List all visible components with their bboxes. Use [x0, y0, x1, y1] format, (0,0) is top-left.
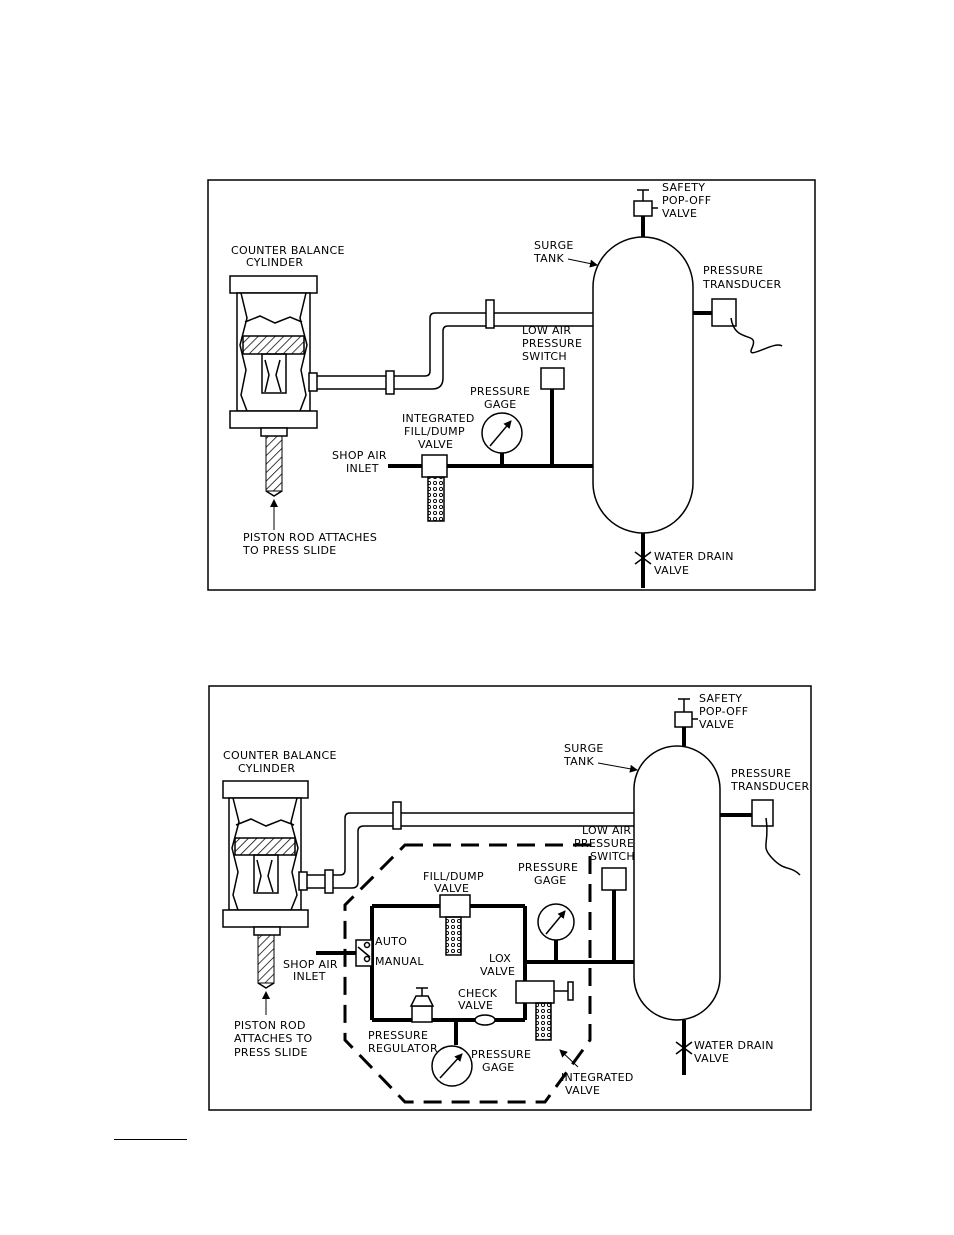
label2-safety-3: VALVE — [699, 718, 734, 731]
label2-surge-1: SURGE — [564, 742, 604, 755]
figure-2-frame — [208, 685, 812, 1111]
counter-balance-cylinder-2 — [222, 780, 309, 989]
label-safety-2: POP-OFF — [662, 194, 711, 207]
safety-pop-off-valve — [633, 189, 658, 217]
label2-gage-lower-2: GAGE — [482, 1061, 515, 1074]
pressure-gage — [481, 412, 523, 466]
label2-gage-lower-1: PRESSURE — [471, 1048, 531, 1061]
label2-piston-1: PISTON ROD — [234, 1019, 306, 1032]
label2-transducer-1: PRESSURE — [731, 767, 791, 780]
water-drain-valve — [634, 551, 652, 565]
label2-surge-2: TANK — [563, 755, 595, 768]
label-drain-1: WATER DRAIN — [654, 550, 734, 563]
label2-auto: AUTO — [375, 935, 407, 948]
label-low-air-1: LOW AIR — [522, 324, 571, 337]
label2-check-1: CHECK — [458, 987, 498, 1000]
label2-low-air-2: PRESSURE — [574, 837, 634, 850]
low-air-pressure-switch-2 — [601, 867, 627, 891]
label-integrated-2: FILL/DUMP — [404, 425, 465, 438]
label-shop-air-2: INLET — [346, 462, 379, 475]
label-safety-1: SAFETY — [662, 181, 705, 194]
pressure-gage-lower — [431, 1045, 473, 1087]
label2-transducer-2: TRANSDUCER — [730, 780, 810, 793]
label2-integrated-2: VALVE — [565, 1084, 600, 1097]
label-piston-1: PISTON ROD ATTACHES — [243, 531, 377, 544]
label-shop-air-1: SHOP AIR — [332, 449, 387, 462]
pressure-transducer-2 — [751, 799, 774, 827]
counter-balance-cylinder — [229, 275, 318, 497]
footnote-divider — [114, 1139, 187, 1140]
label2-low-air-1: LOW AIR — [582, 824, 631, 837]
label-transducer-1: PRESSURE — [703, 264, 763, 277]
fill-dump-valve — [439, 894, 471, 956]
auto-manual-selector — [355, 939, 373, 967]
figure-2: SAFETY POP-OFF VALVE COUNTER BALANCE CYL… — [208, 685, 812, 1111]
label2-piston-2: ATTACHES TO — [234, 1032, 312, 1045]
label-safety-3: VALVE — [662, 207, 697, 220]
pressure-gage-upper — [537, 903, 575, 941]
label2-low-air-3: SWITCH — [590, 850, 635, 863]
label-piston-2: TO PRESS SLIDE — [242, 544, 337, 557]
label-surge-1: SURGE — [534, 239, 574, 252]
label2-manual: MANUAL — [375, 955, 424, 968]
surge-tank — [592, 236, 694, 534]
label2-lox-2: VALVE — [480, 965, 515, 978]
label2-piston-3: PRESS SLIDE — [234, 1046, 308, 1059]
label2-drain-1: WATER DRAIN — [694, 1039, 774, 1052]
label-drain-2: VALVE — [654, 564, 689, 577]
integrated-fill-dump-valve — [421, 454, 448, 522]
label2-safety-1: SAFETY — [699, 692, 742, 705]
label-integrated-1: INTEGRATED — [402, 412, 475, 425]
label-low-air-3: SWITCH — [522, 350, 567, 363]
label-gage-1: PRESSURE — [470, 385, 530, 398]
label2-regulator-1: PRESSURE — [368, 1029, 428, 1042]
label2-regulator-2: REGULATOR — [368, 1042, 438, 1055]
label-gage-2: GAGE — [484, 398, 517, 411]
label2-counter-balance-1: COUNTER BALANCE — [223, 749, 337, 762]
label2-shop-air-1: SHOP AIR — [283, 958, 338, 971]
figure-1-frame — [207, 179, 816, 591]
low-air-pressure-switch — [540, 367, 565, 390]
label-counter-balance-2: CYLINDER — [246, 256, 303, 269]
pressure-regulator — [409, 987, 435, 1023]
lox-valve — [515, 980, 574, 1041]
label2-check-2: VALVE — [458, 999, 493, 1012]
label-low-air-2: PRESSURE — [522, 337, 582, 350]
label2-lox-1: LOX — [489, 952, 511, 965]
label2-fill-dump-1: FILL/DUMP — [423, 870, 484, 883]
surge-tank-2 — [633, 745, 721, 1021]
water-drain-valve-2 — [675, 1041, 693, 1055]
label2-integrated-1: INTEGRATED — [561, 1071, 634, 1084]
connecting-pipe-2 — [298, 801, 636, 894]
label-surge-2: TANK — [533, 252, 565, 265]
label2-safety-2: POP-OFF — [699, 705, 748, 718]
label2-gage-upper-1: PRESSURE — [518, 861, 578, 874]
integrated-valve-boundary — [343, 843, 592, 1104]
label2-fill-dump-2: VALVE — [434, 882, 469, 895]
label-integrated-3: VALVE — [418, 438, 453, 451]
label2-shop-air-2: INLET — [293, 970, 326, 983]
check-valve — [474, 1014, 496, 1026]
connecting-pipe — [308, 299, 595, 395]
label2-drain-2: VALVE — [694, 1052, 729, 1065]
label2-gage-upper-2: GAGE — [534, 874, 567, 887]
safety-pop-off-valve-2 — [674, 698, 698, 728]
label2-counter-balance-2: CYLINDER — [238, 762, 295, 775]
label-transducer-2: TRANSDUCER — [702, 278, 782, 291]
figure-1: COUNTER BALANCE CYLINDER SAFETY POP-OFF … — [207, 179, 816, 591]
label-counter-balance-1: COUNTER BALANCE — [231, 244, 345, 257]
